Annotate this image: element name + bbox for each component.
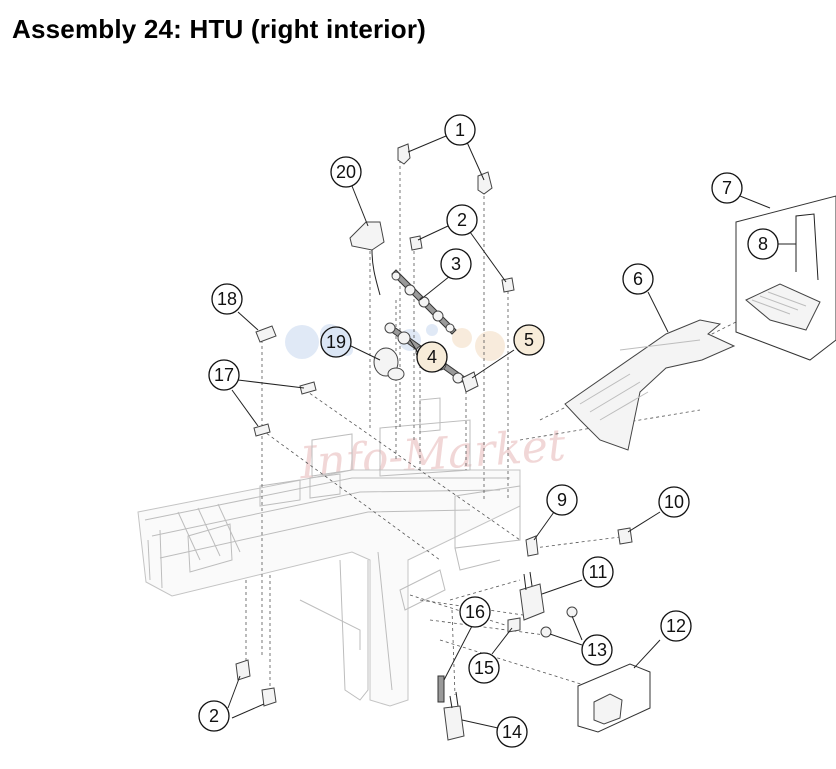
callout-label: 2 [457,210,467,230]
callout-label: 4 [427,347,437,367]
page-title: Assembly 24: HTU (right interior) [12,14,426,44]
callout-label: 13 [587,640,607,660]
callout-label: 5 [524,330,534,350]
callout-11: 11 [582,556,614,588]
callout-4: 4 [416,341,448,373]
htu-frame [137,397,521,707]
callout-label: 10 [664,492,684,512]
callout-18: 18 [211,283,243,315]
callout-label: 3 [451,254,461,274]
callout-label: 19 [326,332,346,352]
callout-7: 7 [711,172,743,204]
callout-15: 15 [468,652,500,684]
callout-16: 16 [459,596,491,628]
callout-2-bottom: 2 [198,700,230,732]
callout-20: 20 [330,156,362,188]
callout-19: 19 [320,326,352,358]
callout-12: 12 [660,610,692,642]
callout-6: 6 [622,263,654,295]
callout-label: 17 [214,365,234,385]
callout-2-top: 2 [446,204,478,236]
callout-label: 7 [722,178,732,198]
callout-3: 3 [440,248,472,280]
leader-lines [227,135,796,729]
callout-label: 2 [209,706,219,726]
callout-5: 5 [513,324,545,356]
callout-17: 17 [208,359,240,391]
callout-label: 18 [217,289,237,309]
callout-label: 16 [465,602,485,622]
callout-10: 10 [658,486,690,518]
callout-label: 14 [502,722,522,742]
callout-label: 1 [455,120,465,140]
callout-13: 13 [581,634,613,666]
callout-9: 9 [546,484,578,516]
callout-label: 11 [589,562,608,582]
callout-label: 20 [336,162,356,182]
callout-label: 12 [666,616,686,636]
callout-label: 15 [474,658,494,678]
callout-8: 8 [747,228,779,260]
callout-label: 8 [758,234,768,254]
callout-label: 6 [633,269,643,289]
callout-label: 9 [557,490,567,510]
callout-1: 1 [444,114,476,146]
callout-14: 14 [496,716,528,748]
